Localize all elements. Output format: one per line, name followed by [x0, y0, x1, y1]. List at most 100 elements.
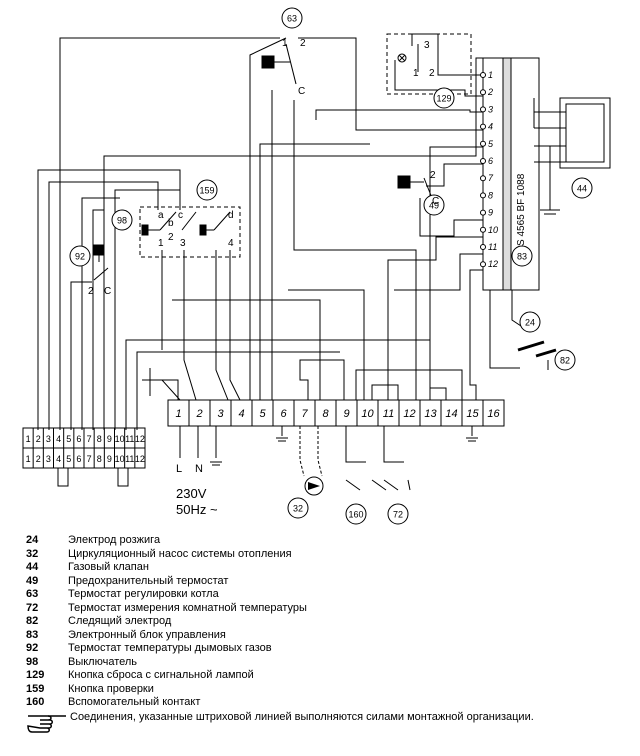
- switch-98-label-b: b: [168, 218, 174, 229]
- control-unit-pin: [480, 192, 486, 199]
- connector-pin-4: 4: [56, 434, 61, 444]
- control-unit-pin: [480, 209, 486, 216]
- legend-item: 24 Электрод розжига: [26, 534, 626, 548]
- component-callout-32: 32: [287, 497, 309, 519]
- control-unit-pin-12: 12: [488, 259, 498, 269]
- component-number: 83: [517, 252, 527, 262]
- terminal-12: 12: [403, 408, 415, 420]
- switch-92-label-2: 2: [88, 286, 94, 297]
- component-callout-159: 159: [196, 179, 218, 201]
- legend-number: 98: [26, 655, 39, 668]
- legend-description: Кнопка сброса с сигнальной лампой: [68, 669, 254, 681]
- control-unit-pin: [480, 72, 486, 78]
- legend-description: Предохранительный термостат: [68, 574, 229, 587]
- component-number: 44: [577, 184, 587, 194]
- terminal-2: 2: [195, 408, 202, 420]
- control-unit-pin: [480, 261, 486, 268]
- terminal-11: 11: [383, 408, 394, 420]
- component-number: 98: [117, 216, 127, 226]
- connector-pin-12: 12: [135, 454, 145, 464]
- component-number: 159: [199, 186, 214, 196]
- control-unit-pin-6: 6: [488, 156, 493, 166]
- terminal-9: 9: [343, 408, 349, 420]
- switch-98-label-c: c: [178, 210, 183, 221]
- legend-item: 44 Газовый клапан: [26, 561, 626, 575]
- switch-129-label-2: 2: [429, 68, 435, 79]
- legend-description: Следящий электрод: [68, 615, 172, 627]
- connector-pin-8: 8: [97, 454, 102, 464]
- connector-pin-11: 11: [125, 454, 134, 464]
- component-callout-129: 129: [433, 87, 455, 109]
- switch-129-label-1: 1: [413, 68, 419, 79]
- switch-49-label-c: C: [432, 196, 439, 207]
- switch-98-label-1: 1: [158, 238, 164, 249]
- legend-description: Электрод розжига: [68, 534, 161, 546]
- component-number: 63: [287, 14, 297, 24]
- connector-pin-6: 6: [76, 454, 81, 464]
- switch-92-label-c: C: [104, 286, 111, 297]
- component-number: 49: [429, 201, 439, 211]
- component-callout-24: 24: [519, 311, 541, 333]
- component-number: 32: [293, 504, 303, 514]
- legend-item: 63 Термостат регулировки котла: [26, 588, 626, 602]
- switch-129-label-3: 3: [424, 40, 430, 51]
- terminal-7: 7: [301, 408, 308, 420]
- switch-63-label-c: C: [298, 86, 305, 97]
- control-unit-pin: [480, 106, 486, 113]
- legend-number: 24: [26, 534, 39, 546]
- switch-63-label-2: 2: [300, 38, 306, 49]
- legend-number: 44: [26, 561, 39, 573]
- legend-number: 159: [26, 682, 45, 695]
- connector-pin-5: 5: [66, 434, 71, 444]
- component-number: 92: [75, 252, 85, 262]
- legend-description: Термостат регулировки котла: [68, 588, 219, 600]
- component-callout-82: 82: [554, 349, 576, 371]
- legend-number: 92: [26, 642, 39, 654]
- connector-pin-6: 6: [76, 434, 81, 444]
- legend-number: 82: [26, 615, 39, 627]
- connector-pin-5: 5: [66, 454, 71, 464]
- terminal-13: 13: [424, 408, 437, 420]
- switch-49-label-2: 2: [430, 170, 436, 181]
- control-unit-pin-5: 5: [488, 139, 494, 149]
- connector-pin-11: 11: [125, 434, 134, 444]
- terminal-16: 16: [487, 408, 500, 420]
- component-callout-98: 98: [111, 209, 133, 231]
- control-unit-pin-11: 11: [488, 242, 497, 252]
- connector-pin-10: 10: [115, 434, 125, 444]
- connector-pin-9: 9: [107, 454, 112, 464]
- control-unit-pin: [480, 175, 486, 182]
- component-callout-63: 63: [281, 7, 303, 29]
- frequency-label: 50Hz ~: [176, 502, 218, 517]
- legend-item: 98 Выключатель: [26, 656, 626, 670]
- legend-number: 63: [26, 588, 39, 600]
- control-unit-pin-3: 3: [488, 104, 493, 114]
- connector-pin-12: 12: [135, 434, 145, 444]
- component-callout-49: 49: [423, 194, 445, 216]
- terminal-10: 10: [361, 408, 374, 420]
- component-number: 129: [436, 94, 451, 104]
- control-unit-pin-1: 1: [488, 70, 493, 80]
- control-unit-pin-7: 7: [488, 173, 494, 183]
- control-unit-pin-9: 9: [488, 208, 493, 218]
- control-unit-model: S 4565 BF 1088: [516, 173, 527, 246]
- control-unit-pin: [480, 158, 486, 164]
- terminal-8: 8: [322, 408, 329, 420]
- legend-number: 32: [26, 547, 39, 560]
- control-unit-pin-4: 4: [488, 122, 493, 132]
- component-number: 24: [525, 318, 535, 328]
- control-unit-pin-8: 8: [488, 190, 493, 200]
- terminal-14: 14: [445, 408, 457, 420]
- component-number: 82: [560, 356, 570, 366]
- switch-98-label-a: a: [158, 210, 164, 221]
- legend-item: 82 Следящий электрод: [26, 615, 626, 629]
- terminal-15: 15: [466, 408, 479, 420]
- connector-pin-7: 7: [87, 434, 92, 444]
- switch-98-label-2: 2: [168, 232, 174, 243]
- legend-description: Выключатель: [68, 655, 138, 668]
- legend-description: Газовый клапан: [68, 561, 149, 573]
- connector-pin-2: 2: [36, 434, 41, 444]
